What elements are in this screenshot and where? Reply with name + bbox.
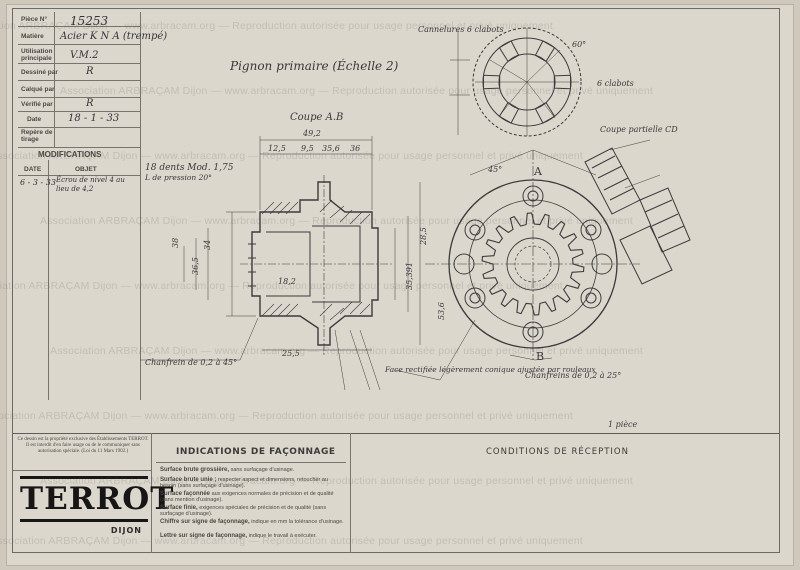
conditions-heading: CONDITIONS DE RÉCEPTION (486, 447, 629, 457)
dim-d15: 60° (572, 40, 586, 49)
clutch-dog (483, 74, 501, 90)
splines-label: Cannelures 6 clabots (418, 25, 504, 34)
clutch-outer-circle (472, 27, 582, 137)
dim-d13: 53,6 (437, 302, 446, 320)
utilisation: V.M.2 (70, 50, 99, 61)
dim-d3: 9,5 (301, 144, 314, 153)
logo-brand: TERROT (20, 476, 173, 522)
watermark: Association ARBRAÇAM Dijon — www.arbraca… (0, 280, 563, 292)
pressure-angle: L de pression 20° (144, 173, 212, 182)
drawing-title: Pignon primaire (Échelle 2) (229, 58, 399, 73)
dim-d6: 18,2 (278, 277, 296, 286)
verifie-label: Vérifié par (21, 101, 53, 108)
face-note: Face rectifiée légèrement conique ajusté… (384, 365, 596, 374)
modification-objet: Écrou de nivel 4 au lieu de 4,2 (56, 176, 125, 193)
repere-label: Repère de tirage (21, 129, 53, 143)
clutch-dog (553, 74, 571, 90)
dim-d2: 12,5 (268, 144, 286, 153)
modifications-heading: MODIFICATIONS (38, 150, 102, 159)
dim-d12: 35,391 (405, 262, 414, 290)
mark-b: B (536, 350, 544, 363)
dim-d8: 38 (171, 238, 180, 248)
piece-no-label: Pièce N° (21, 16, 48, 23)
date-value: 18 - 1 - 33 (68, 113, 120, 124)
verifie: R (86, 98, 94, 109)
watermark: Association ARBRAÇAM Dijon — www.arbraca… (0, 20, 553, 32)
matiere: Acier K N A (trempé) (60, 31, 168, 42)
indication-row: Surface brute unie ; respecter aspect et… (160, 477, 328, 489)
dim-d5: 36 (350, 144, 360, 153)
dim-d14: 45° (487, 165, 502, 174)
clutch-dog (498, 40, 520, 63)
crenel-label: 6 clabots (597, 79, 634, 88)
section-ab-label: Coupe A.B (290, 112, 343, 123)
calque-label: Calqué par (21, 86, 55, 93)
indication-row: Surface brute grossière, sans surfaçage … (160, 467, 295, 473)
logo-city: DIJON (110, 526, 142, 535)
section-profile (251, 181, 379, 346)
dim-d7: 25,5 (281, 349, 300, 358)
modification-date: 6 - 3 - 33 (20, 178, 56, 187)
drawing-frame (12, 8, 780, 553)
indication-row: Surface finie, exigences spéciales de pr… (160, 505, 327, 517)
mark-a: A (533, 165, 543, 178)
dim-d10: 36,5 (191, 257, 200, 275)
indication-row: Lettre sur signe de façonnage, indique l… (160, 533, 317, 539)
chamfer-left: Chanfrein de 0,2 à 45° (145, 358, 237, 367)
clutch-dog (534, 101, 556, 124)
dessine-label: Dessiné par (21, 69, 58, 76)
indication-row: Surface façonnée aux exigences normales … (160, 491, 334, 503)
dim-d11: 28,5 (419, 227, 428, 246)
matiere-label: Matière (21, 33, 44, 40)
dim-d9: 34 (203, 240, 212, 250)
utilisation-label: Utilisation principale (21, 48, 53, 62)
ownership-notice: Ce dessin est la propriété exclusive des… (17, 437, 149, 454)
indication-row: Chiffre sur signe de façonnage, indique … (160, 519, 344, 525)
watermark: Association ARBRAÇAM Dijon — www.arbraca… (40, 215, 633, 227)
dim-d1: 49,2 (302, 129, 321, 138)
piece-no: 15253 (70, 14, 109, 28)
modifications-date-col: DATE (24, 166, 42, 173)
dessine: R (86, 66, 94, 77)
quantity: 1 pièce (608, 420, 638, 429)
teeth-note: 18 dents Mod. 1,75 (145, 163, 234, 173)
clutch-dog (534, 40, 556, 63)
watermark: Association ARBRAÇAM Dijon — www.arbraca… (50, 345, 643, 357)
watermark: Association ARBRAÇAM Dijon — www.arbraca… (40, 475, 633, 487)
section-cd-label: Coupe partielle CD (600, 125, 678, 134)
terrot-logo: TERROT DIJON (20, 476, 173, 535)
watermark: Association ARBRAÇAM Dijon — www.arbraca… (0, 410, 573, 422)
dim-d4: 35,6 (322, 144, 340, 153)
modifications-objet-col: OBJET (75, 166, 97, 173)
partial-section-cd (584, 139, 691, 285)
watermark: Association ARBRAÇAM Dijon — www.arbraca… (0, 535, 583, 547)
clutch-dog (498, 101, 520, 124)
watermark: Association ARBRAÇAM Dijon — www.arbraca… (0, 150, 583, 162)
watermark: Association ARBRAÇAM Dijon — www.arbraca… (60, 85, 653, 97)
date-label: Date (27, 116, 42, 123)
chamfer-right: Chanfreins de 0,2 à 25° (525, 371, 621, 380)
indications-heading: INDICATIONS DE FAÇONNAGE (176, 447, 336, 457)
clutch-dogs (483, 40, 571, 124)
